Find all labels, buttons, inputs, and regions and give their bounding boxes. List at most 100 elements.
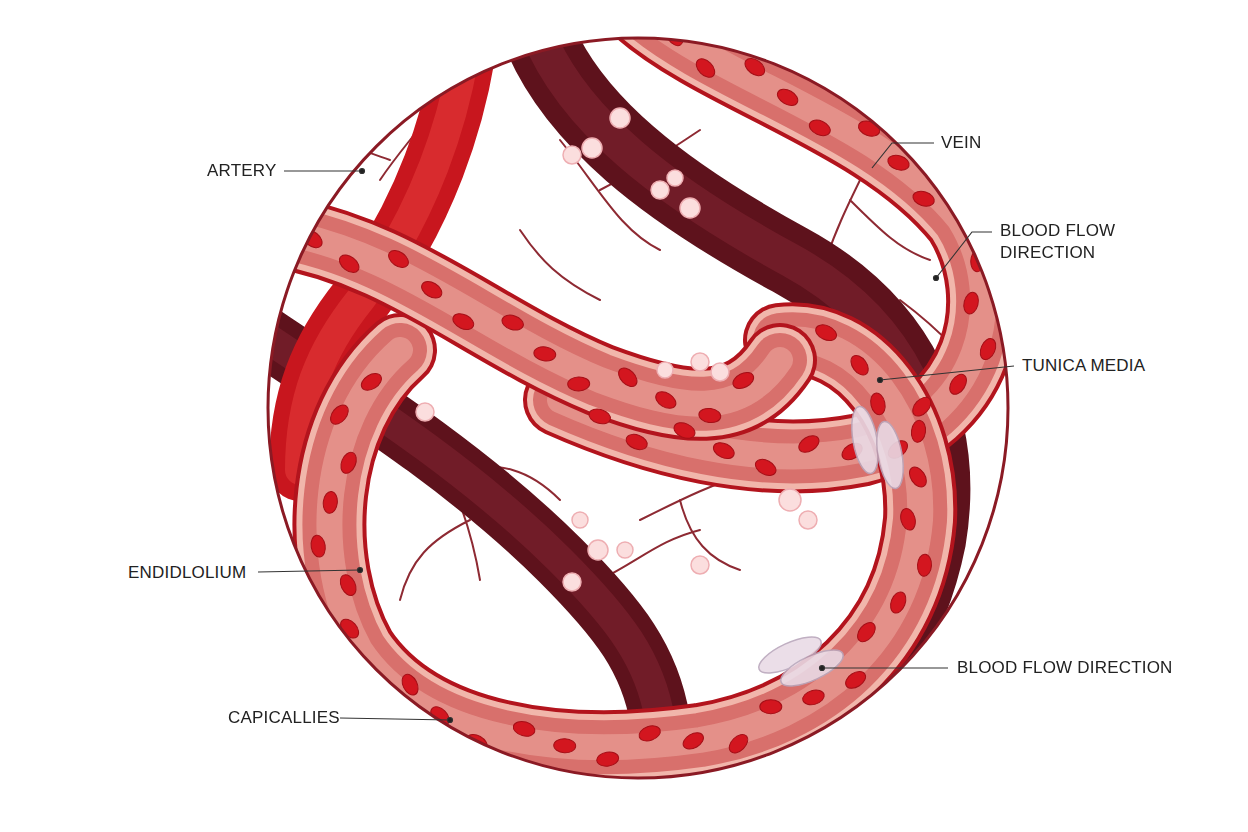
red-blood-cell: [358, 370, 384, 394]
tube-layer: [270, 230, 780, 404]
red-blood-cell: [726, 731, 751, 756]
red-blood-cell: [500, 313, 525, 333]
red-blood-cell: [336, 251, 362, 275]
loose-cell: [416, 403, 434, 421]
callout-label: CAPICALLIES: [228, 707, 340, 729]
red-blood-cell: [327, 402, 352, 428]
red-blood-cell: [843, 668, 869, 692]
callout-label: BLOOD FLOW DIRECTION: [1000, 220, 1118, 264]
leader-line: [880, 366, 1014, 380]
red-blood-cell: [338, 450, 359, 476]
leader-line: [258, 570, 360, 572]
red-blood-cell: [910, 419, 927, 443]
leader-dot: [878, 378, 883, 383]
loose-cell: [563, 573, 581, 591]
capillary-tubes: [270, 10, 983, 747]
callout-label: ENDIDLOLIUM: [128, 562, 246, 584]
tube: [270, 230, 780, 404]
leader-dot: [360, 169, 365, 174]
callout-label: TUNICA MEDIA: [1022, 355, 1145, 377]
red-blood-cell: [917, 554, 932, 577]
callout-label: BLOOD FLOW DIRECTION: [957, 657, 1173, 679]
red-blood-cell: [856, 118, 881, 139]
red-blood-cell: [615, 364, 640, 389]
red-blood-cell: [760, 700, 782, 714]
red-blood-cell: [419, 278, 445, 301]
red-blood-cell: [813, 322, 839, 344]
leader-dot: [820, 666, 825, 671]
loose-cell: [657, 362, 673, 378]
leader-dot: [934, 276, 939, 281]
red-blood-cell: [911, 189, 936, 209]
leader-line: [340, 718, 450, 720]
red-blood-cell: [310, 534, 327, 558]
red-blood-cell: [662, 23, 686, 49]
loose-cell: [680, 198, 700, 218]
red-blood-cell: [730, 369, 756, 391]
red-blood-cell: [888, 590, 909, 616]
red-blood-cell: [869, 392, 888, 417]
callout-label: VEIN: [941, 132, 981, 154]
loose-cell: [572, 512, 588, 528]
red-blood-cell: [775, 86, 801, 109]
red-blood-cell: [977, 336, 999, 362]
red-blood-cell: [512, 719, 537, 738]
loose-cell: [610, 108, 630, 128]
leader-dot: [358, 568, 363, 573]
loose-cell: [582, 138, 602, 158]
loose-cells: [416, 108, 817, 591]
red-blood-cell: [653, 388, 679, 411]
blood-cells: [299, 23, 998, 768]
red-blood-cell: [533, 345, 557, 362]
loose-cell: [779, 489, 801, 511]
loose-cell: [667, 170, 683, 186]
red-blood-cell: [672, 420, 698, 442]
red-blood-cell: [680, 729, 706, 752]
loose-cell: [563, 146, 581, 164]
loose-cell: [651, 181, 669, 199]
red-blood-cell: [637, 723, 662, 743]
red-blood-cell: [753, 456, 779, 479]
red-blood-cell: [906, 464, 930, 490]
red-blood-cell: [962, 291, 981, 316]
leader-line: [284, 170, 362, 171]
red-blood-cell: [698, 407, 722, 424]
red-blood-cell: [385, 247, 411, 271]
red-blood-cell: [587, 407, 612, 427]
tube-layer: [270, 230, 780, 404]
loose-cell: [799, 511, 817, 529]
red-blood-cell: [963, 204, 979, 227]
leader-dot: [448, 718, 453, 723]
red-blood-cell: [946, 371, 970, 397]
red-blood-cell: [898, 507, 917, 532]
loose-cell: [691, 556, 709, 574]
loose-cell: [711, 363, 729, 381]
red-blood-cell: [801, 688, 826, 707]
red-blood-cell: [322, 491, 338, 514]
red-blood-cell: [693, 55, 718, 80]
vessels: [240, 10, 999, 800]
leader-line: [936, 232, 992, 278]
red-blood-cell: [847, 352, 871, 378]
red-blood-cell: [711, 439, 737, 461]
tube-layer: [270, 230, 780, 404]
red-blood-cell: [450, 311, 476, 333]
red-blood-cell: [337, 572, 359, 598]
red-blood-cell: [909, 394, 934, 420]
tube-layer: [270, 230, 780, 404]
valves: [754, 404, 908, 693]
red-blood-cell: [624, 432, 650, 453]
leader-line: [822, 667, 948, 668]
leader-line: [872, 143, 934, 168]
red-blood-cell: [596, 751, 620, 768]
red-blood-cell: [807, 117, 833, 139]
red-blood-cell: [796, 432, 822, 455]
valve: [872, 419, 907, 490]
loose-cell: [588, 540, 608, 560]
frame-circle: [268, 38, 1008, 778]
loose-cell: [617, 542, 633, 558]
loose-cell: [691, 353, 709, 371]
leader-lines: [258, 143, 1014, 723]
